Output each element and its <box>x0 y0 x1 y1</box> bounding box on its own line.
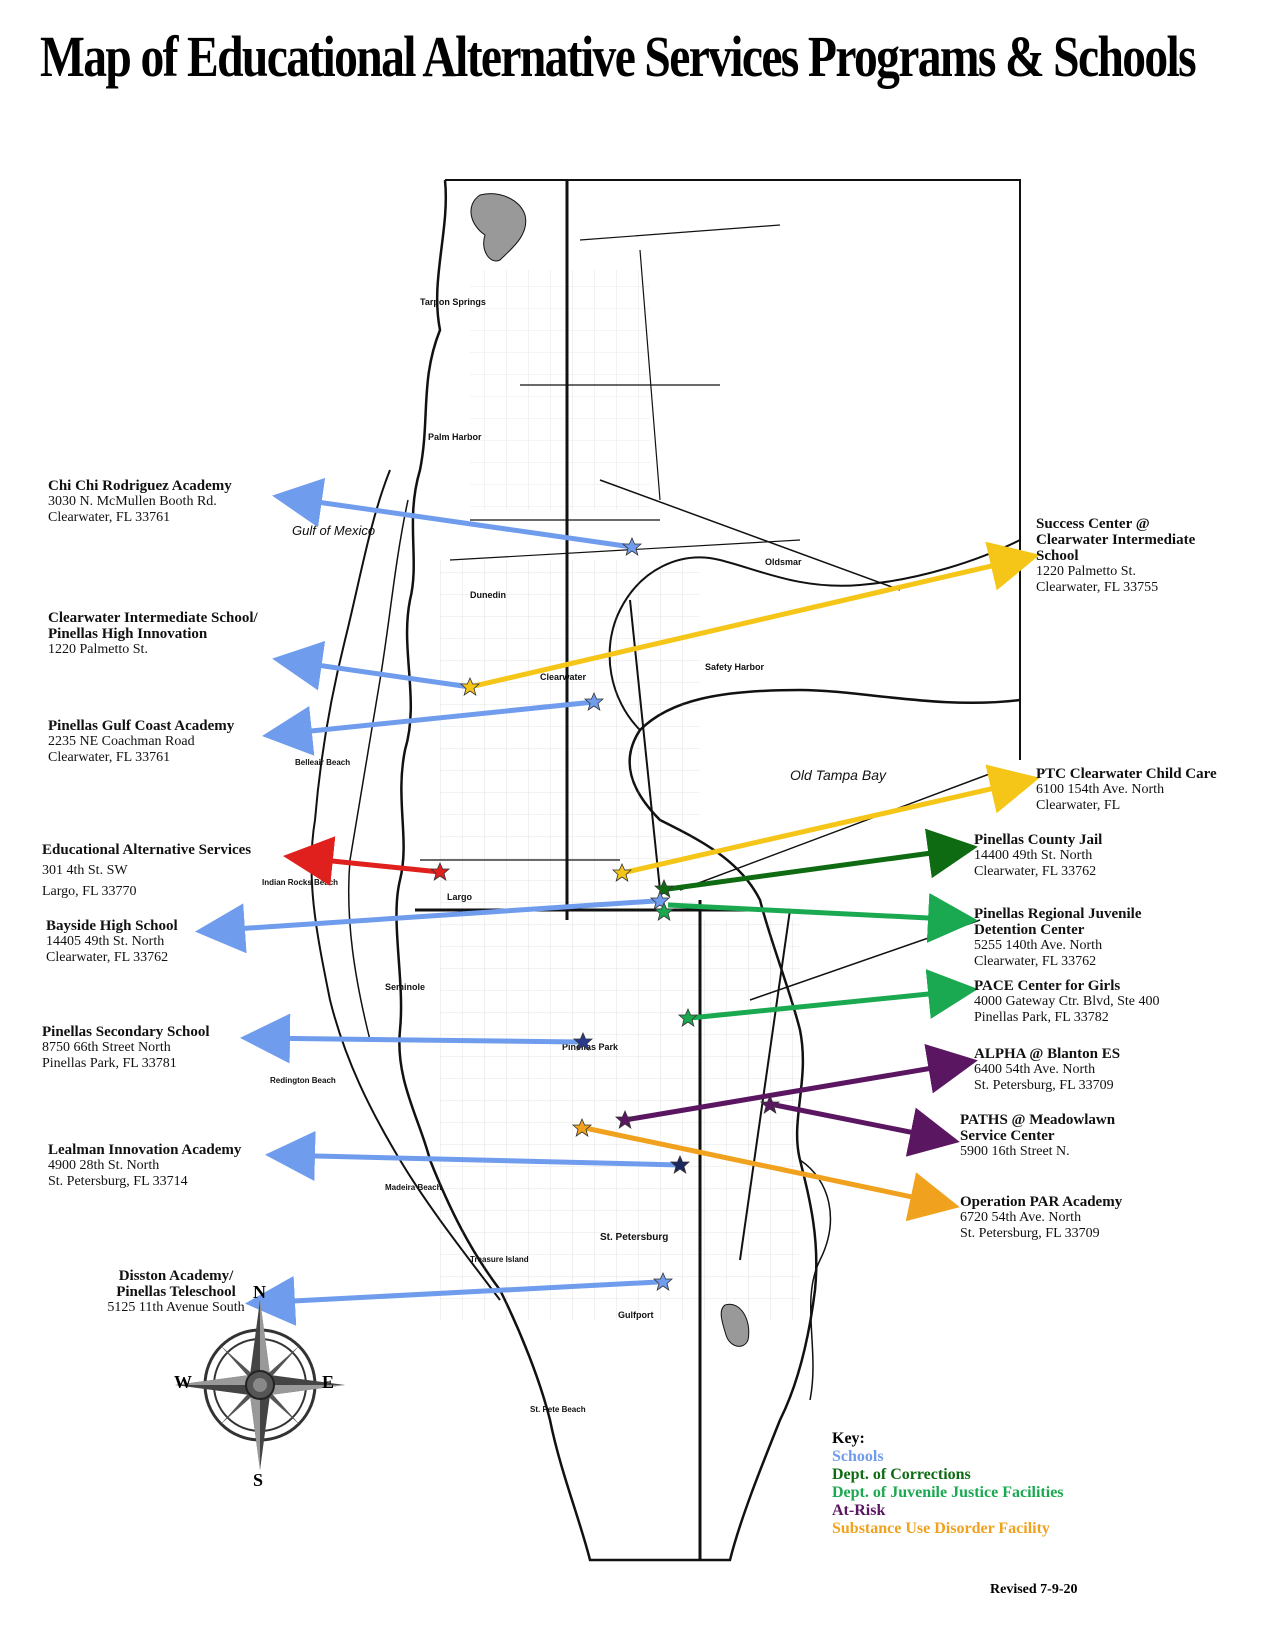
label-par: Operation PAR Academy 6720 54th Ave. Nor… <box>960 1194 1123 1241</box>
oldsmar-label: Oldsmar <box>765 557 802 567</box>
clearwater-label: Clearwater <box>540 672 587 682</box>
pinellas-park-label: Pinellas Park <box>562 1042 619 1052</box>
label-juvenile-detention: Pinellas Regional Juvenile Detention Cen… <box>974 906 1142 969</box>
arrow-juvenile-detention <box>667 893 978 943</box>
revised-date: Revised 7-9-20 <box>990 1582 1078 1597</box>
label-paths: PATHS @ Meadowlawn Service Center 5900 1… <box>960 1112 1116 1159</box>
arrow-par <box>584 1125 960 1222</box>
key-juvenile: Dept. of Juvenile Justice Facilities <box>832 1484 1064 1501</box>
arrow-chi-chi <box>272 477 633 550</box>
star-juvenile <box>653 901 675 921</box>
key-at-risk: At-Risk <box>832 1502 886 1519</box>
palm-harbor-label: Palm Harbor <box>428 432 482 442</box>
label-gulf-coast: Pinellas Gulf Coast Academy 2235 NE Coac… <box>48 718 235 765</box>
gulfport-label: Gulfport <box>618 1310 654 1320</box>
road-keystone <box>579 224 781 241</box>
star-eas <box>429 861 451 881</box>
star-ptc <box>611 862 633 882</box>
label-success-center: Success Center @ Clearwater Intermediate… <box>1036 516 1196 595</box>
intracoastal <box>347 499 409 1041</box>
label-chi-chi: Chi Chi Rodriguez Academy 3030 N. McMull… <box>48 478 232 525</box>
madeira-label: Madeira Beach <box>385 1183 442 1192</box>
arrow-secondary <box>240 1013 581 1064</box>
redington-label: Redington Beach <box>270 1076 336 1085</box>
key-schools: Schools <box>832 1448 884 1465</box>
st-pete-label: St. Petersburg <box>600 1232 668 1243</box>
road-grid-north <box>470 270 650 510</box>
arrow-clearwater-intermediate <box>272 640 471 691</box>
star-paths <box>759 1094 781 1114</box>
star-lealman <box>669 1154 691 1174</box>
compass-n: N <box>253 1282 266 1302</box>
lake-tarpon <box>470 193 527 262</box>
school-arrows <box>195 477 681 1326</box>
road-east-lake <box>639 249 661 501</box>
label-lealman: Lealman Innovation Academy 4900 28th St.… <box>48 1142 242 1189</box>
largo-label: Largo <box>447 892 473 902</box>
treasure-island-label: Treasure Island <box>470 1255 529 1264</box>
location-stars <box>429 536 781 1291</box>
star-gulf-coast <box>583 691 605 711</box>
arrow-disston <box>245 1275 659 1326</box>
label-bayside: Bayside High School 14405 49th St. North… <box>46 918 178 965</box>
label-pace: PACE Center for Girls 4000 Gateway Ctr. … <box>974 978 1160 1025</box>
star-chi-chi <box>621 536 643 556</box>
arrow-jail <box>667 828 978 892</box>
belleair-label: Belleair Beach <box>295 758 350 767</box>
label-alpha: ALPHA @ Blanton ES 6400 54th Ave. North … <box>974 1046 1121 1093</box>
page-title: Map of Educational Alternative Services … <box>40 24 1197 89</box>
outer-barrier-islands <box>310 469 501 1301</box>
arrow-success-center <box>469 541 1040 690</box>
key-substance: Substance Use Disorder Facility <box>832 1520 1050 1537</box>
road-i275 <box>739 909 791 1261</box>
label-clearwater-intermediate: Clearwater Intermediate School/ Pinellas… <box>48 610 258 657</box>
arrow-bayside <box>195 898 656 954</box>
star-alpha <box>614 1109 636 1129</box>
star-par <box>571 1117 593 1137</box>
key-corrections: Dept. of Corrections <box>832 1466 971 1483</box>
star-secondary <box>572 1031 594 1051</box>
indian-rocks-label: Indian Rocks Beach <box>262 878 338 887</box>
gulf-label: Gulf of Mexico <box>292 523 375 538</box>
arrow-eas <box>283 836 441 886</box>
star-disston <box>652 1271 674 1291</box>
star-pace <box>677 1007 699 1027</box>
dunedin-label: Dunedin <box>470 590 506 600</box>
arrow-gulf-coast <box>262 699 595 756</box>
compass-rose <box>175 1300 345 1470</box>
label-disston: Disston Academy/ Pinellas Teleschool 512… <box>107 1268 245 1315</box>
compass-w: W <box>174 1372 192 1392</box>
road-sr580 <box>449 539 801 561</box>
seminole-label: Seminole <box>385 982 425 992</box>
arrow-ptc <box>621 764 1040 876</box>
arrow-pace <box>689 969 978 1021</box>
star-clearwater-intermediate <box>459 676 481 696</box>
safety-harbor-label: Safety Harbor <box>705 662 765 672</box>
compass-s: S <box>253 1470 264 1490</box>
arrow-alpha <box>624 1044 978 1123</box>
bay-label: Old Tampa Bay <box>790 767 887 783</box>
label-jail: Pinellas County Jail 14400 49th St. Nort… <box>974 832 1103 879</box>
compass-e: E <box>322 1372 335 1392</box>
label-ptc: PTC Clearwater Child Care 6100 154th Ave… <box>1036 766 1217 813</box>
key-title: Key: <box>832 1430 865 1447</box>
road-frankland <box>679 769 1001 891</box>
label-secondary: Pinellas Secondary School 8750 66th Stre… <box>42 1024 210 1071</box>
st-pete-beach-label: St. Pete Beach <box>530 1405 586 1414</box>
arrow-lealman <box>265 1130 681 1181</box>
arrow-paths <box>774 1102 960 1157</box>
road-tampa <box>599 479 901 591</box>
map-key: Key: Schools Dept. of Corrections Dept. … <box>832 1430 1064 1538</box>
tarpon-label: Tarpon Springs <box>420 297 486 307</box>
label-eas: Educational Alternative Services 301 4th… <box>42 842 252 899</box>
tampa-bay-shore <box>799 1159 832 1401</box>
